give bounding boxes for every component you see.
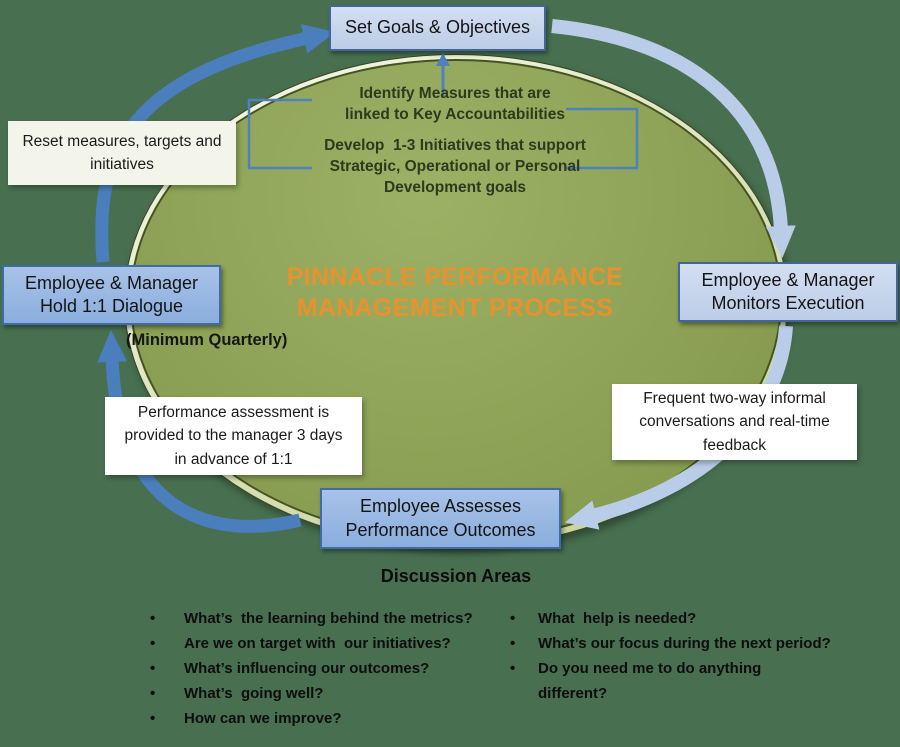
list-item: What’s influencing our outcomes? (148, 656, 528, 681)
list-item: What’s our focus during the next period? (508, 631, 883, 656)
stage-hold-dialogue: Employee & Manager Hold 1:1 Dialogue (2, 265, 221, 325)
list-item: How can we improve? (148, 706, 528, 731)
stage-assess-outcomes: Employee Assesses Performance Outcomes (320, 488, 561, 549)
note-frequent-feedback: Frequent two-way informal conversations … (612, 384, 857, 460)
list-item: What help is needed? (508, 606, 883, 631)
minimum-quarterly-caption: (Minimum Quarterly) (126, 331, 288, 349)
list-item: What’s going well? (148, 681, 528, 706)
discussion-list-right: What help is needed? What’s our focus du… (508, 606, 883, 706)
list-item: What’s the learning behind the metrics? (148, 606, 528, 631)
list-item: Do you need me to do anything different? (508, 656, 883, 706)
list-item: Are we on target with our initiatives? (148, 631, 528, 656)
discussion-list-left: What’s the learning behind the metrics? … (148, 606, 528, 731)
discussion-heading: Discussion Areas (380, 566, 532, 586)
stage-set-goals: Set Goals & Objectives (329, 5, 546, 51)
note-reset-measures: Reset measures, targets and initiatives (8, 121, 236, 185)
note-performance-assessment: Performance assessment is provided to th… (105, 397, 362, 475)
ellipse-note-initiatives: Develop 1-3 Initiatives that support Str… (324, 137, 586, 196)
stage-monitors-execution: Employee & Manager Monitors Execution (678, 262, 898, 322)
process-title: PINNACLE PERFORMANCE MANAGEMENT PROCESS (286, 263, 624, 323)
ellipse-note-measures: Identify Measures that are linked to Key… (345, 85, 565, 123)
